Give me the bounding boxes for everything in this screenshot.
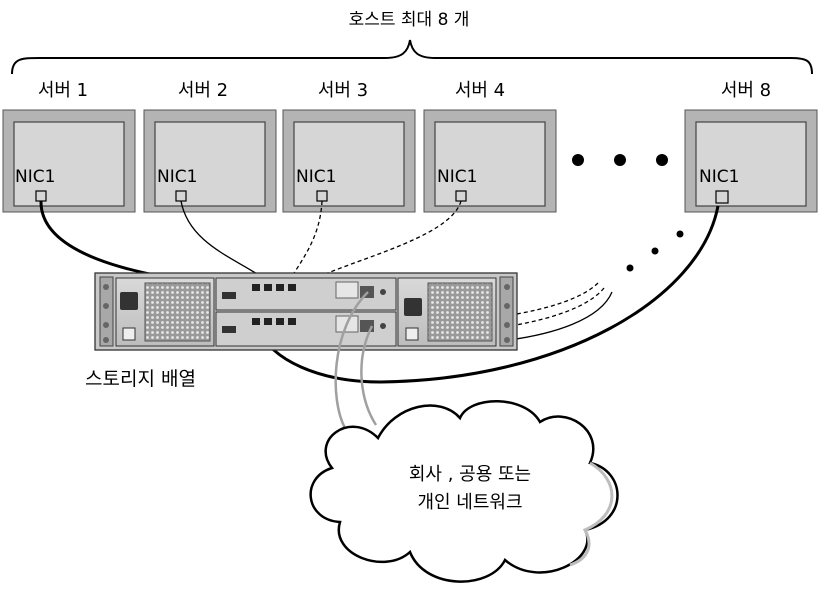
server-8: NIC1 — [684, 109, 818, 213]
server-2: NIC1 — [143, 109, 277, 213]
server-3-label: 서버 3 — [318, 80, 368, 101]
server-8-nic-label: NIC1 — [699, 167, 739, 187]
server-4: NIC1 — [423, 109, 557, 213]
server-4-nic-label: NIC1 — [437, 167, 477, 187]
hosts-brace — [11, 39, 813, 75]
ellipsis-dots-horizontal — [572, 154, 668, 166]
server-2-label: 서버 2 — [178, 80, 228, 101]
server-3: NIC1 — [282, 109, 416, 213]
server-1-label: 서버 1 — [38, 80, 88, 101]
hosts-label: 호스트 최대 8 개 — [349, 10, 470, 30]
server-1-nic-label: NIC1 — [15, 167, 55, 187]
server-3-nic-label: NIC1 — [296, 167, 336, 187]
storage-array — [94, 272, 518, 351]
server-8-label: 서버 8 — [721, 80, 771, 101]
server-4-label: 서버 4 — [455, 80, 505, 101]
cable-server-4 — [299, 200, 462, 287]
server-8-nic-port — [715, 190, 729, 204]
network-label-line1: 회사 , 공용 또는 — [409, 464, 531, 485]
network-label-line2: 개인 네트워크 — [417, 492, 522, 513]
network-cloud: 회사 , 공용 또는 개인 네트워크 — [309, 400, 619, 583]
storage-label: 스토리지 배열 — [85, 368, 196, 390]
network-cables — [334, 291, 378, 429]
ellipsis-dots-diagonal — [626, 230, 684, 272]
server-2-nic-label: NIC1 — [157, 167, 197, 187]
server-1: NIC1 — [2, 109, 136, 213]
